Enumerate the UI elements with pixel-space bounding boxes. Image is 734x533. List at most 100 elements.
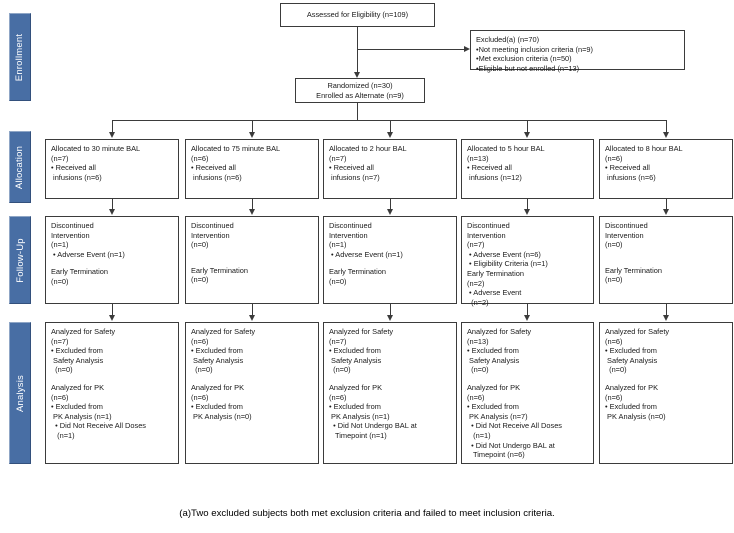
followup-bal-2-hour-line-2: Intervention (329, 230, 368, 240)
analysis-bal-2-hour-line-12: Timepoint (n=1) (329, 430, 387, 440)
analysis-bal-2-hour-line-9: • Excluded from (329, 402, 381, 412)
phase-label-enrollment: Enrollment (14, 33, 26, 81)
box-allocation-col-1: Allocated to 30 minute BAL(n=7)• Receive… (45, 139, 179, 199)
connector-followup-to-analysis-2 (252, 304, 253, 316)
phase-label-followup: Follow-Up (14, 237, 26, 283)
connector-drop-col-4 (527, 120, 528, 134)
analysis-bal-8-hour-line-3: • Excluded from (605, 346, 657, 356)
analysis-bal-75-minute-line-1: Analyzed for Safety (191, 327, 256, 336)
analysis-bal-2-hour-line-7: Analyzed for PK (329, 382, 382, 392)
followup-bal-5-hour-line-1: Discontinued (467, 221, 510, 230)
analysis-bal-30-minute-line-7: Analyzed for PK (51, 382, 104, 392)
arrow-alloc-to-followup-1 (109, 209, 115, 215)
followup-bal-5-hour-line-6: Early Termination (467, 268, 524, 278)
allocation-bal-2-hour-line-4: infusions (n=7) (329, 172, 380, 182)
box-allocation-col-4: Allocated to 5 hour BAL(n=13)• Received … (461, 139, 594, 199)
connector-followup-to-analysis-1 (112, 304, 113, 316)
analysis-bal-2-hour-line-3: • Excluded from (329, 346, 381, 356)
excluded-text-line-1: Excluded(a) (n=70) (476, 35, 540, 44)
analysis-bal-75-minute-line-6 (191, 375, 313, 383)
box-allocation-col-3: Allocated to 2 hour BAL(n=7)• Received a… (323, 139, 457, 199)
figure-footnote: (a)Two excluded subjects both met exclus… (179, 508, 555, 519)
allocation-bal-5-hour-line-1: Allocated to 5 hour BAL (467, 144, 545, 153)
analysis-bal-30-minute-line-6 (51, 375, 173, 383)
analysis-bal-75-minute-line-4: Safety Analysis (191, 355, 244, 365)
analysis-bal-75-minute-line-2: (n=6) (191, 336, 209, 346)
box-allocation-col-5: Allocated to 8 hour BAL(n=6)• Received a… (599, 139, 733, 199)
analysis-bal-2-hour-line-5: (n=0) (329, 365, 351, 375)
connector-drop-col-3 (390, 120, 391, 134)
analysis-bal-75-minute-line-10: PK Analysis (n=0) (191, 411, 252, 421)
analysis-bal-2-hour-line-8: (n=6) (329, 392, 347, 402)
connector-drop-col-5 (666, 120, 667, 134)
analysis-bal-5-hour-line-12: (n=1) (467, 430, 491, 440)
box-analysis-col-4: Analyzed for Safety(n=13)• Excluded from… (461, 322, 594, 464)
followup-bal-5-hour-line-4: • Adverse Event (n=6) (467, 249, 541, 259)
analysis-bal-8-hour-line-5: (n=0) (605, 365, 627, 375)
analysis-bal-8-hour-line-10: PK Analysis (n=0) (605, 411, 666, 421)
followup-bal-5-hour-line-7: (n=2) (467, 278, 485, 288)
followup-bal-2-hour-line-7: (n=0) (329, 276, 347, 286)
analysis-bal-30-minute-line-11: • Did Not Receive All Doses (51, 421, 147, 431)
followup-bal-2-hour-line-1: Discontinued (329, 221, 372, 230)
allocation-bal-2-hour-line-3: • Received all (329, 163, 374, 173)
followup-bal-75-minute-line-3: (n=0) (191, 240, 209, 250)
allocation-bal-30-minute-line-1: Allocated to 30 minute BAL (51, 144, 141, 153)
box-assessed-for-eligibility: Assessed for Eligibility (n=109) (280, 3, 435, 27)
analysis-bal-30-minute-line-12: (n=1) (51, 430, 75, 440)
analysis-bal-5-hour-line-1: Analyzed for Safety (467, 327, 532, 336)
followup-bal-8-hour-line-2: Intervention (605, 230, 644, 240)
analysis-bal-5-hour-line-10: PK Analysis (n=7) (467, 411, 528, 421)
analysis-bal-5-hour-line-13: • Did Not Undergo BAL at (467, 440, 555, 450)
analysis-bal-75-minute-line-5: (n=0) (191, 365, 213, 375)
followup-bal-75-minute-line-2: Intervention (191, 230, 230, 240)
allocation-bal-30-minute-line-4: infusions (n=6) (51, 172, 102, 182)
analysis-bal-2-hour-line-1: Analyzed for Safety (329, 327, 394, 336)
connector-drop-col-2 (252, 120, 253, 134)
followup-bal-8-hour-line-4 (605, 250, 727, 258)
box-analysis-col-3: Analyzed for Safety(n=7)• Excluded from … (323, 322, 457, 464)
analysis-bal-8-hour-line-2: (n=6) (605, 336, 623, 346)
followup-bal-75-minute-line-7: (n=0) (191, 275, 209, 285)
box-allocation-col-2: Allocated to 75 minute BAL(n=6)• Receive… (185, 139, 319, 199)
analysis-bal-2-hour-line-6 (329, 375, 451, 383)
analysis-bal-30-minute-line-5: (n=0) (51, 365, 73, 375)
arrow-alloc-to-followup-5 (663, 209, 669, 215)
analysis-bal-5-hour-line-5: (n=0) (467, 365, 489, 375)
analysis-bal-5-hour-line-11: • Did Not Receive All Doses (467, 421, 563, 431)
connector-alloc-to-followup-3 (390, 199, 391, 211)
phase-label-analysis: Analysis (14, 374, 26, 412)
analysis-bal-2-hour-line-2: (n=7) (329, 336, 347, 346)
followup-bal-2-hour-line-6: Early Termination (329, 267, 386, 277)
connector-alloc-to-followup-1 (112, 199, 113, 211)
followup-bal-75-minute-line-6: Early Termination (191, 265, 248, 275)
connector-randomized-down (357, 103, 358, 120)
followup-bal-5-hour-line-2: Intervention (467, 230, 506, 240)
allocation-bal-2-hour-line-2: (n=7) (329, 153, 347, 163)
phase-label-allocation: Allocation (14, 145, 26, 189)
allocation-bal-5-hour-line-4: infusions (n=12) (467, 172, 522, 182)
followup-bal-5-hour-line-5: • Eligibility Criteria (n=1) (467, 259, 548, 269)
followup-bal-75-minute-line-4 (191, 250, 313, 258)
randomized-text-line-2: Enrolled as Alternate (n=9) (316, 90, 404, 100)
followup-bal-5-hour-line-9: (n=2) (467, 297, 489, 307)
connector-alloc-to-followup-4 (527, 199, 528, 211)
followup-bal-8-hour-line-3: (n=0) (605, 240, 623, 250)
followup-bal-75-minute-line-5 (191, 258, 313, 266)
analysis-bal-5-hour-line-6 (467, 375, 588, 383)
connector-alloc-to-followup-2 (252, 199, 253, 211)
allocation-bal-30-minute-line-2: (n=7) (51, 153, 69, 163)
allocation-bal-8-hour-line-4: infusions (n=6) (605, 172, 656, 182)
analysis-bal-30-minute-line-8: (n=6) (51, 392, 69, 402)
arrow-assessed-to-randomized (354, 72, 360, 78)
analysis-bal-5-hour-line-2: (n=13) (467, 336, 489, 346)
followup-bal-8-hour-line-6: Early Termination (605, 265, 662, 275)
phase-bar-followup: Follow-Up (9, 216, 31, 304)
analysis-bal-8-hour-line-7: Analyzed for PK (605, 382, 658, 392)
followup-bal-30-minute-line-4: • Adverse Event (n=1) (51, 249, 125, 259)
followup-bal-75-minute-line-1: Discontinued (191, 221, 234, 230)
analysis-bal-5-hour-line-7: Analyzed for PK (467, 382, 520, 392)
